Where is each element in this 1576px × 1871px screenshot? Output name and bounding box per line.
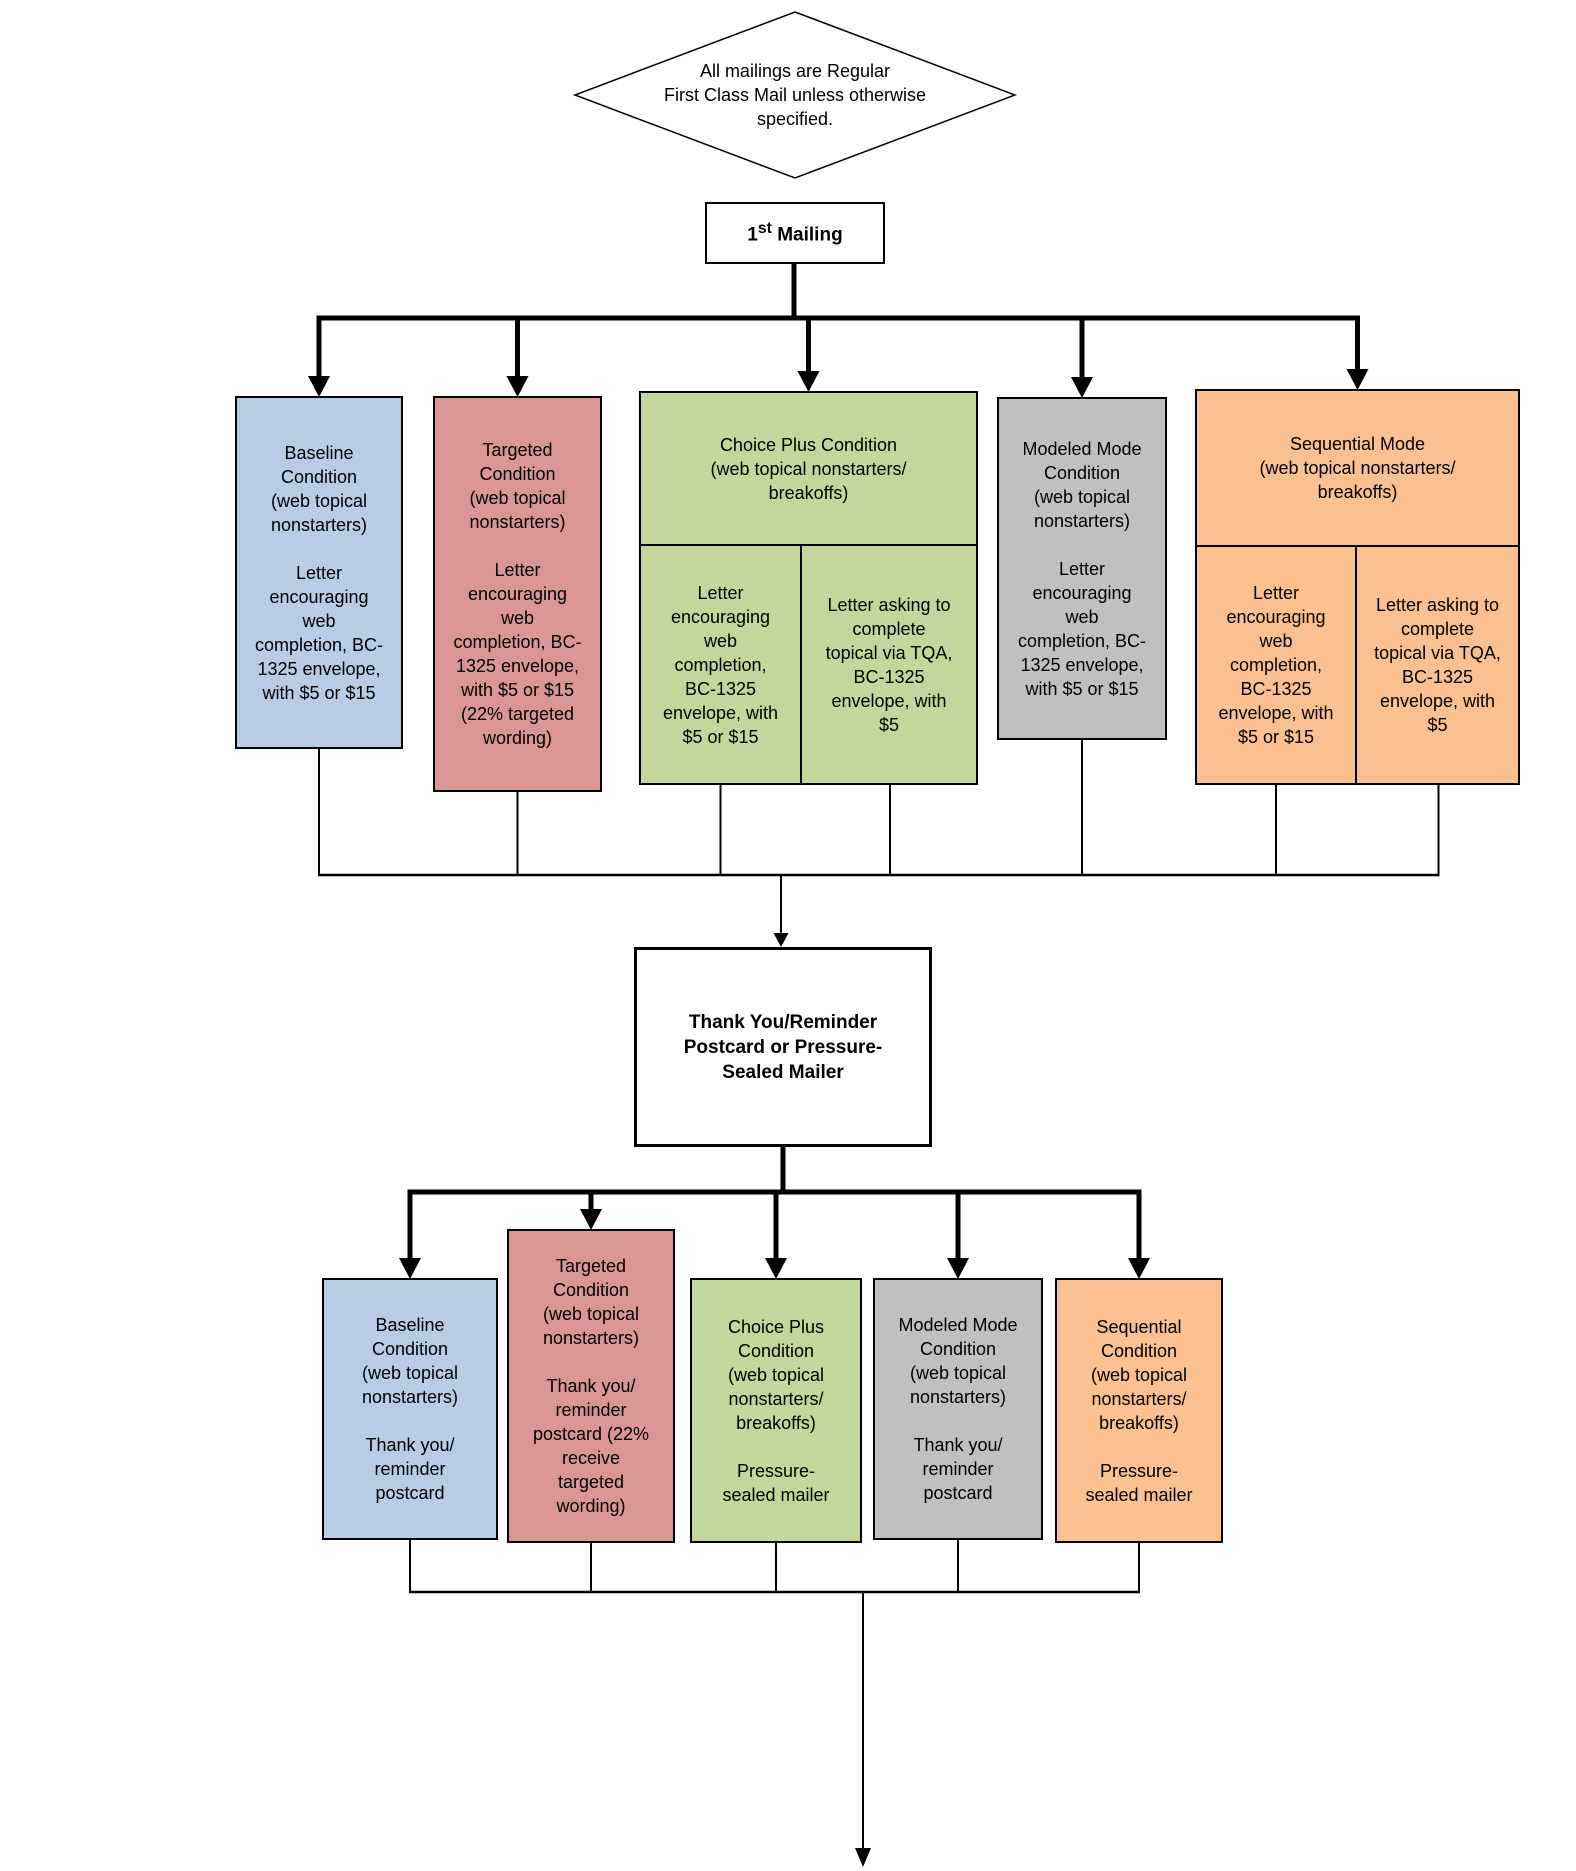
note-diamond: All mailings are Regular First Class Mai…	[575, 12, 1015, 178]
row1-choice-plus-box: Choice Plus Condition (web topical nonst…	[639, 391, 978, 785]
box-body: Thank you/ reminder postcard	[365, 1435, 455, 1503]
sub-box-row: Letter encouraging web completion, BC-13…	[1197, 547, 1518, 783]
box-title: Choice Plus Condition (web topical nonst…	[727, 1316, 825, 1433]
box-title: Thank You/Reminder Postcard or Pressure-…	[683, 1011, 883, 1083]
box-title: Baseline Condition (web topical nonstart…	[361, 1315, 459, 1407]
merge-row1	[318, 740, 1440, 947]
box-body: Thank you/ reminder postcard	[913, 1435, 1003, 1503]
sub-box-web-letter: Letter encouraging web completion, BC-13…	[1197, 547, 1357, 783]
box-title: Modeled Mode Condition (web topical nons…	[1022, 438, 1142, 531]
sub-box-tqa-letter: Letter asking to complete topical via TQ…	[825, 594, 953, 735]
diamond-shape	[572, 11, 1018, 179]
row2-sequential-box: Sequential Condition (web topical nonsta…	[1055, 1278, 1223, 1543]
row2-targeted-box: Targeted Condition (web topical nonstart…	[507, 1229, 675, 1543]
box-body: Pressure- sealed mailer	[1085, 1460, 1193, 1505]
row2-modeled-mode-box: Modeled Mode Condition (web topical nons…	[873, 1278, 1043, 1540]
box-title: Modeled Mode Condition (web topical nons…	[898, 1315, 1018, 1407]
first-mailing-box: 1st Mailing	[705, 202, 885, 264]
row1-baseline-box: Baseline Condition (web topical nonstart…	[235, 396, 403, 749]
box-body: Letter encouraging web completion, BC- 1…	[254, 562, 384, 703]
row1-modeled-mode-box: Modeled Mode Condition (web topical nons…	[997, 397, 1167, 740]
box-title: Baseline Condition (web topical nonstart…	[270, 442, 368, 535]
box-title: Sequential Condition (web topical nonsta…	[1090, 1316, 1188, 1433]
row1-targeted-box: Targeted Condition (web topical nonstart…	[433, 396, 602, 792]
sub-box-row: Letter encouraging web completion, BC-13…	[641, 546, 976, 783]
row2-baseline-box: Baseline Condition (web topical nonstart…	[322, 1278, 498, 1540]
merge-row2	[409, 1540, 1140, 1867]
box-body: Thank you/ reminder postcard (22% receiv…	[532, 1376, 650, 1516]
sub-box-web-letter: Letter encouraging web completion, BC-13…	[641, 546, 802, 783]
box-body: Pressure- sealed mailer	[722, 1460, 830, 1505]
box-title: Targeted Condition (web topical nonstart…	[542, 1256, 640, 1348]
note-text: All mailings are Regular First Class Mai…	[663, 61, 927, 129]
row2-choice-plus-box: Choice Plus Condition (web topical nonst…	[690, 1278, 862, 1543]
box-title: Targeted Condition (web topical nonstart…	[469, 440, 566, 532]
box-body: Letter encouraging web completion, BC- 1…	[453, 560, 582, 748]
sub-box-tqa-letter: Letter asking to complete topical via TQ…	[1374, 595, 1501, 735]
thank-you-reminder-box: Thank You/Reminder Postcard or Pressure-…	[634, 947, 932, 1147]
box-body: Letter encouraging web completion, BC- 1…	[1017, 558, 1147, 699]
branch-row2	[399, 1146, 1150, 1279]
first-mailing-label: 1st Mailing	[747, 219, 843, 246]
box-header: Choice Plus Condition (web topical nonst…	[641, 393, 976, 546]
branch-row1	[308, 263, 1369, 398]
box-header: Sequential Mode (web topical nonstarters…	[1197, 391, 1518, 547]
row1-sequential-mode-box: Sequential Mode (web topical nonstarters…	[1195, 389, 1520, 785]
